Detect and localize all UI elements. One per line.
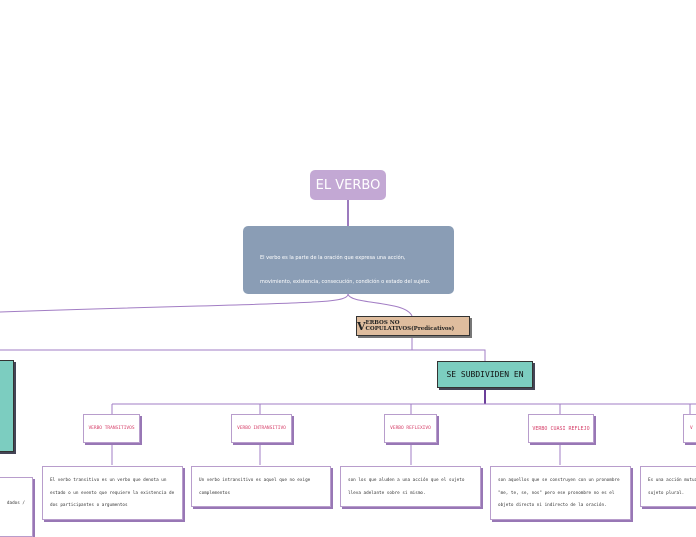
desc-intransitivo: Un verbo intransitivo es aquel que no ex…	[191, 466, 331, 507]
type-node-transitivo[interactable]: VERBO TRANSITIVOS	[83, 414, 140, 443]
type-node-cuasi-reflejo[interactable]: VERBO CUASI REFLEJO	[528, 414, 594, 443]
type-node-intransitivo[interactable]: VERBO INTRANSITIVO	[231, 414, 292, 443]
node-initial: V	[357, 319, 366, 333]
desc-cuasi-reflejo: son aquellos que se construyen con un pr…	[490, 466, 631, 520]
type-node-reflexivo[interactable]: VERBO REFLEXIVO	[384, 414, 437, 443]
connector-lines	[0, 200, 696, 465]
left-teal-node[interactable]	[0, 360, 14, 452]
definition-node[interactable]: El verbo es la parte de la oración que e…	[243, 226, 454, 294]
desc-transitivo: El verbo transitivo es un verbo que deno…	[42, 466, 183, 520]
se-subdividen-node[interactable]: SE SUBDIVIDEN EN	[437, 361, 533, 388]
root-node-el-verbo[interactable]: EL VERBO	[310, 170, 386, 200]
type-node-partial[interactable]: V	[683, 414, 696, 443]
desc-reflexivo: son los que aluden a una acción que el s…	[340, 466, 481, 507]
node-label: ERBOS NO COPULATIVOS(Predicativos)	[365, 320, 455, 332]
desc-partial: Es una acción mutua un sujeto plural.	[640, 466, 696, 507]
left-partial-node[interactable]: dados /	[0, 477, 33, 537]
